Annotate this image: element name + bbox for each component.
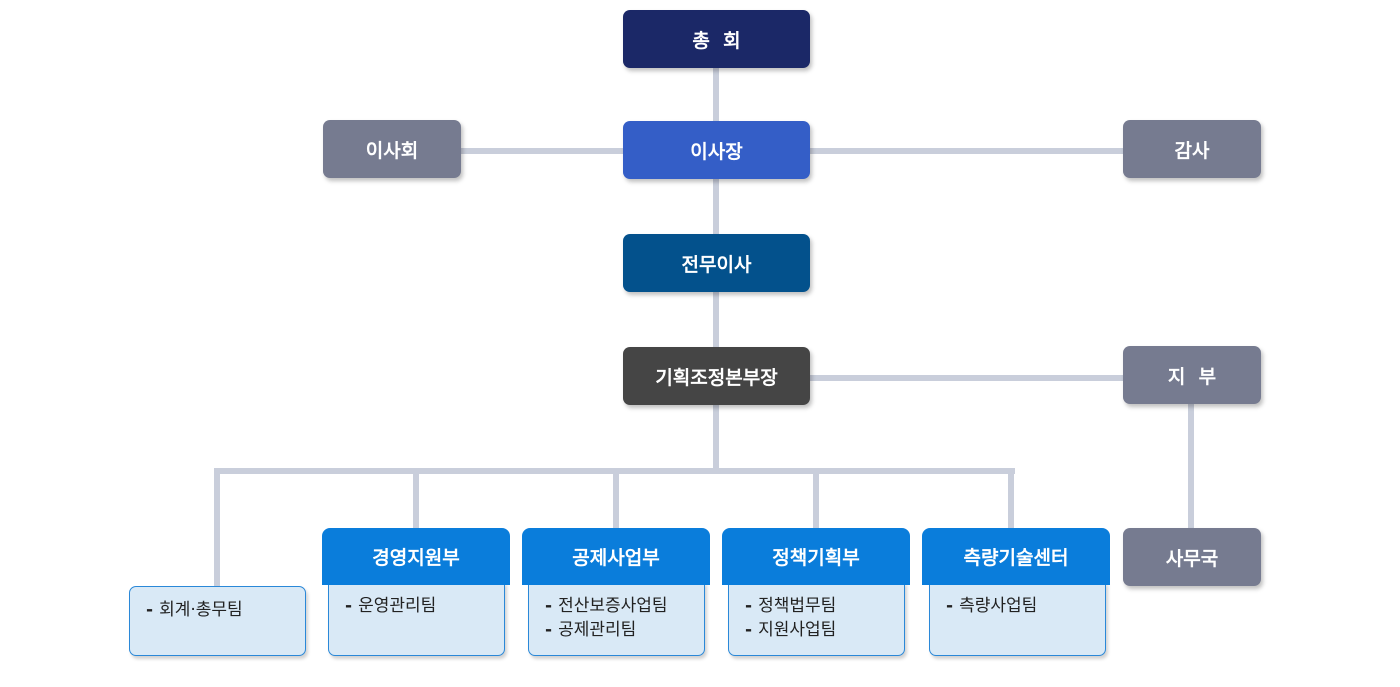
- team-item: -지원사업팀: [745, 620, 837, 640]
- connector-planning-to-branch: [808, 375, 1126, 381]
- team-item: -회계·총무팀: [146, 600, 243, 620]
- node-board: 이사회: [323, 120, 461, 178]
- dept-management-support: 경영지원부: [322, 528, 510, 585]
- connector-planning-down: [713, 403, 719, 473]
- node-executive-director: 전무이사: [623, 234, 810, 292]
- connector-drop-direct-team: [214, 468, 220, 588]
- team-item: -운영관리팀: [345, 596, 437, 616]
- team-item: -전산보증사업팀: [545, 596, 668, 616]
- connector-executive-to-planning: [713, 290, 719, 350]
- node-planning-head: 기획조정본부장: [623, 347, 810, 405]
- team-item: -측량사업팀: [946, 596, 1038, 616]
- connector-drop-dept-2: [613, 468, 619, 530]
- team-box-dept-2: -전산보증사업팀 -공제관리팀: [528, 582, 705, 656]
- team-box-dept-3: -정책법무팀 -지원사업팀: [728, 582, 905, 656]
- dept-mutual-aid-business: 공제사업부: [522, 528, 710, 585]
- node-branch: 지 부: [1123, 346, 1261, 404]
- connector-drop-dept-4: [1008, 468, 1014, 530]
- connector-assembly-to-chairman: [713, 66, 719, 124]
- connector-chairman-to-executive: [713, 178, 719, 236]
- node-general-assembly: 총 회: [623, 10, 810, 68]
- team-box-dept-1: -운영관리팀: [328, 582, 505, 656]
- dept-policy-planning: 정책기획부: [722, 528, 910, 585]
- node-auditor: 감사: [1123, 120, 1261, 178]
- node-secretariat: 사무국: [1123, 528, 1261, 586]
- connector-branch-to-secretariat: [1188, 402, 1194, 530]
- team-box-dept-4: -측량사업팀: [929, 582, 1106, 656]
- connector-drop-dept-3: [813, 468, 819, 530]
- team-box-direct: -회계·총무팀: [129, 586, 306, 656]
- team-item: -정책법무팀: [745, 596, 837, 616]
- dept-surveying-tech-center: 측량기술센터: [922, 528, 1110, 585]
- team-item: -공제관리팀: [545, 620, 637, 640]
- node-chairman: 이사장: [623, 121, 810, 179]
- connector-drop-dept-1: [413, 468, 419, 530]
